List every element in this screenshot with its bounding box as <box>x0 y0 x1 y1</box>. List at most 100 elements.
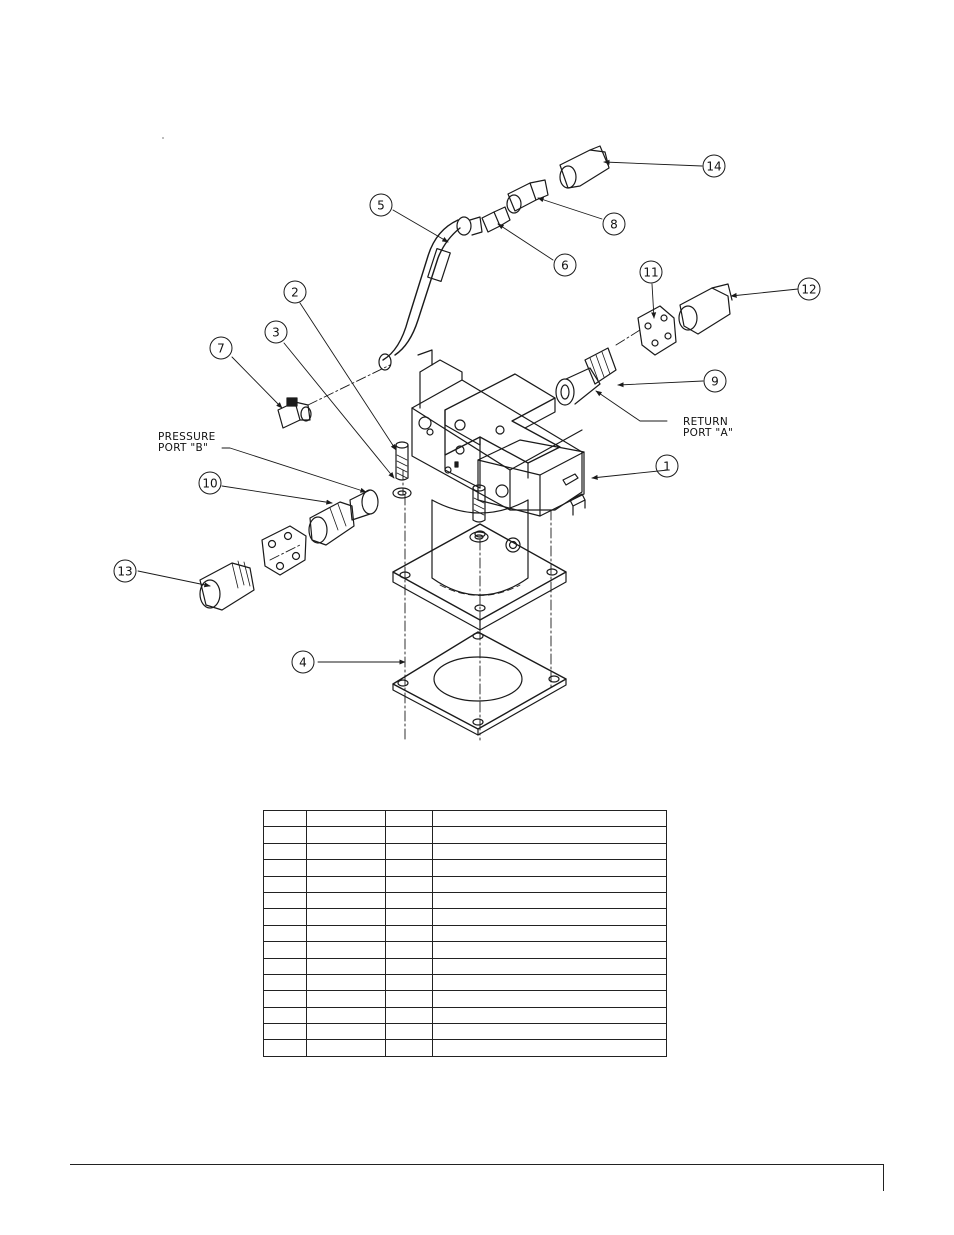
gasket-part <box>392 631 567 736</box>
table-row <box>263 1023 667 1041</box>
callout-number-2: 2 <box>291 286 299 300</box>
table-cell <box>432 1006 667 1025</box>
table-cell <box>385 908 433 926</box>
table-cell <box>385 826 433 844</box>
table-cell <box>432 1023 667 1041</box>
callout-number-5: 5 <box>377 199 385 213</box>
table-cell <box>385 875 433 893</box>
table-cell <box>263 842 307 861</box>
table-cell <box>432 891 667 910</box>
table-cell <box>432 859 667 877</box>
top-fittings-part <box>481 145 610 233</box>
callout-number-4: 4 <box>299 656 307 670</box>
table-row <box>263 957 667 975</box>
table-cell <box>432 957 667 975</box>
callout-8 <box>602 212 626 236</box>
table-row <box>263 908 667 926</box>
callout-11 <box>639 260 663 284</box>
table-cell <box>306 1039 386 1057</box>
callout-4 <box>291 650 315 674</box>
callout-14 <box>702 154 726 178</box>
table-cell <box>263 859 307 877</box>
table-cell <box>306 842 386 861</box>
table-cell <box>385 842 433 861</box>
table-row <box>263 1039 667 1057</box>
table-row <box>263 973 667 992</box>
callout-number-6: 6 <box>561 259 569 273</box>
callout-balloons <box>113 154 821 674</box>
callout-10 <box>198 471 222 495</box>
return-port-label-line2: PORT "A" <box>683 427 733 439</box>
table-row <box>263 924 667 943</box>
table-cell <box>432 826 667 844</box>
bolt-part <box>392 441 489 543</box>
table-cell <box>263 1023 307 1041</box>
table-cell <box>385 990 433 1008</box>
table-cell <box>263 826 307 844</box>
table-cell <box>306 1006 386 1025</box>
table-cell <box>263 908 307 926</box>
table-cell <box>263 941 307 959</box>
table-cell <box>306 859 386 877</box>
callout-6 <box>553 253 577 277</box>
leader-lines <box>137 159 799 665</box>
table-row <box>263 990 667 1008</box>
table-cell <box>306 908 386 926</box>
motor-body-part <box>392 349 586 631</box>
table-cell <box>385 1039 433 1057</box>
table-cell <box>306 826 386 844</box>
callout-1 <box>655 454 679 478</box>
table-cell <box>306 924 386 943</box>
callout-number-9: 9 <box>711 375 719 389</box>
table-cell <box>385 1006 433 1025</box>
table-cell <box>432 924 667 943</box>
table-cell <box>263 957 307 975</box>
callout-number-3: 3 <box>272 326 280 340</box>
table-cell <box>385 957 433 975</box>
table-cell <box>432 842 667 861</box>
callout-2 <box>283 280 307 304</box>
table-cell <box>306 957 386 975</box>
table-row <box>263 859 667 877</box>
port-labels: PRESSURE PORT "B" RETURN PORT "A" <box>158 416 733 454</box>
center-lines <box>269 329 641 741</box>
table-cell <box>385 859 433 877</box>
table-cell <box>263 1039 307 1057</box>
table-cell <box>385 973 433 992</box>
callout-number-11: 11 <box>643 266 658 280</box>
callout-number-14: 14 <box>706 160 721 174</box>
parts-list-body <box>263 809 667 1057</box>
table-row <box>263 891 667 910</box>
callout-number-10: 10 <box>202 477 217 491</box>
table-cell <box>306 875 386 893</box>
return-port-label-line1: RETURN <box>683 416 728 428</box>
pressure-port-label-line2: PORT "B" <box>158 442 208 454</box>
callout-3 <box>264 320 288 344</box>
table-row <box>263 809 667 828</box>
table-cell <box>306 973 386 992</box>
callout-12 <box>797 277 821 301</box>
table-cell <box>432 908 667 926</box>
table-cell <box>263 875 307 893</box>
exploded-assembly-diagram: 1 2 3 4 5 6 7 8 9 10 11 12 13 14 PRESSUR… <box>113 137 821 741</box>
table-cell <box>385 941 433 959</box>
table-cell <box>263 809 307 828</box>
table-cell <box>432 809 667 828</box>
footer-rule <box>70 1164 884 1165</box>
table-cell <box>306 941 386 959</box>
table-cell <box>432 875 667 893</box>
callout-number-12: 12 <box>801 283 816 297</box>
pressure-fittings-part <box>199 489 379 611</box>
table-cell <box>306 990 386 1008</box>
table-cell <box>263 924 307 943</box>
table-cell <box>432 941 667 959</box>
table-row <box>263 826 667 844</box>
callout-5 <box>369 193 393 217</box>
table-cell <box>385 924 433 943</box>
table-cell <box>385 809 433 828</box>
parts-list-table <box>263 809 667 1057</box>
pressure-port-label-line1: PRESSURE <box>158 431 216 443</box>
callout-numbers: 1 2 3 4 5 6 7 8 9 10 11 12 13 14 <box>117 160 816 670</box>
callout-9 <box>703 369 727 393</box>
table-cell <box>306 891 386 910</box>
